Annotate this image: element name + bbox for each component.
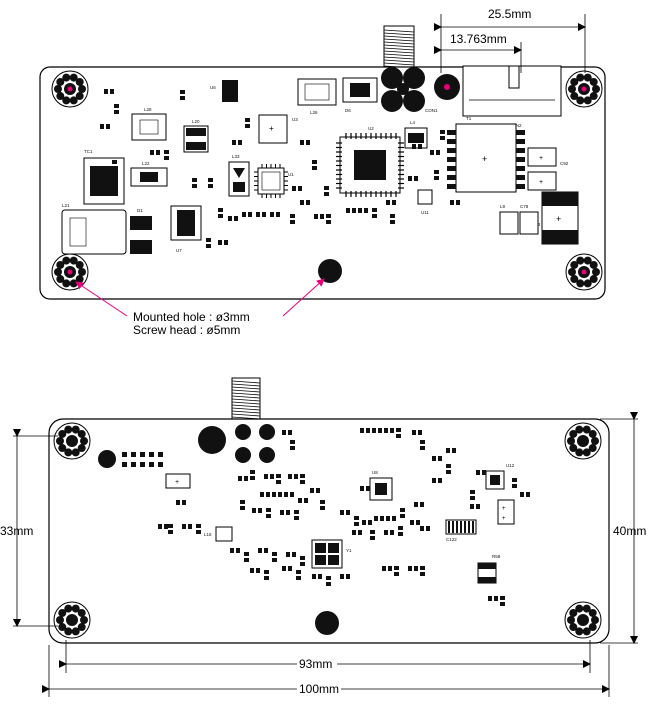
r58-label: R58: [492, 554, 501, 559]
svg-text:+: +: [502, 516, 506, 522]
l9-inductor: L4: [404, 120, 428, 149]
c93-label: C78: [520, 204, 529, 209]
u8-label: U8: [372, 470, 378, 475]
u3-label: U3: [292, 117, 298, 122]
svg-text:+: +: [482, 154, 487, 164]
top-view: CON1 CON2 U2 U1 + U3: [39, 14, 606, 317]
svg-text:+: +: [539, 155, 543, 162]
dim-25-5mm: 25.5mm: [488, 7, 532, 21]
svg-text:+: +: [539, 179, 543, 186]
c94-label: C92: [560, 161, 569, 166]
bottom-ic-parts: Y1 U8 U12 C122 R58 + L16 + +: [165, 463, 515, 584]
tc1-label: TC1: [84, 149, 93, 154]
u11-label: U11: [421, 210, 429, 215]
bottom-mounting-holes: [53, 422, 602, 639]
d1-diode: L33: [228, 154, 250, 197]
l28-inductor: L28: [131, 107, 167, 141]
bottom-center-mount-hole: [315, 611, 339, 635]
d6-diode: D1: [130, 208, 152, 254]
y1-label: Y1: [346, 548, 352, 553]
d1-label: L33: [232, 154, 240, 159]
sw1-label: D6: [345, 108, 351, 113]
bottom-dimension-lines: [13, 412, 638, 697]
dim-40mm: 40mm: [613, 524, 647, 538]
mount-hole-note: Mounted hole : ø3mm Screw head : ø5mm: [133, 311, 250, 337]
l21-label: L21: [62, 203, 70, 208]
l28-label: L28: [144, 107, 152, 112]
c92-c93-capacitors: L9 C78: [499, 204, 539, 235]
c127-label: C122: [446, 537, 457, 542]
c94-capacitor: + + C92: [527, 147, 569, 191]
u2-chip: U2: [336, 126, 404, 197]
con1-connector: CON1: [381, 67, 460, 113]
svg-text:+: +: [556, 214, 561, 224]
u12-label: U12: [506, 463, 515, 468]
screw-head-diameter: Screw head : ø5mm: [133, 323, 241, 337]
top-dimension-lines: [434, 14, 586, 73]
bottom-view: Y1 U8 U12 C122 R58 + L16 + +: [13, 377, 638, 697]
l20-inductor: L20: [183, 119, 209, 153]
bottom-hole-br: [564, 601, 602, 639]
svg-text:+: +: [269, 124, 274, 133]
u6-chip: U6: [210, 80, 238, 102]
mount-hole-diameter: Mounted hole : ø3mm: [133, 310, 250, 324]
l29-label: L16: [204, 532, 212, 537]
sw1-switch: D6: [342, 77, 378, 113]
bottom-hole-tl: [53, 422, 91, 460]
top-hole-tr: [565, 70, 603, 108]
u7-label: U7: [176, 248, 182, 253]
c95-capacitor: + C93: [532, 191, 579, 245]
top-mounting-holes: [51, 70, 603, 291]
sma-connector-top: [383, 25, 415, 73]
l26-inductor: L26: [297, 78, 337, 115]
tc1-part: TC1: [83, 149, 125, 205]
top-hole-tl: [51, 70, 89, 108]
u6-label: U6: [210, 85, 216, 90]
dim-93mm: 93mm: [299, 657, 333, 671]
sma-connector-bottom: [231, 377, 261, 423]
bottom-hole-tr: [564, 422, 602, 460]
dim-13-763mm: 13.763mm: [450, 32, 507, 46]
u7-chip: U7: [170, 205, 202, 253]
d6-label: D1: [137, 208, 143, 213]
l20-label: L20: [192, 119, 200, 124]
l21-inductor: L21: [61, 203, 127, 255]
bottom-connector-footprint: [98, 424, 275, 468]
con1-label: CON1: [425, 108, 438, 113]
u1-chip: U1: [254, 164, 294, 198]
mount-hole-leader-arrows: [75, 278, 325, 317]
l9-label: L4: [410, 120, 416, 125]
top-smd-parts: [100, 89, 460, 248]
u2-label: U2: [368, 126, 374, 131]
top-center-mount-hole: [318, 259, 342, 283]
bottom-hole-bl: [53, 601, 91, 639]
bottom-smd-parts: [158, 428, 530, 606]
c92-label: L9: [500, 204, 506, 209]
dim-33mm: 33mm: [0, 524, 34, 538]
top-hole-br: [565, 253, 603, 291]
l26-label: L26: [310, 110, 318, 115]
svg-text:+: +: [502, 506, 506, 512]
u3-chip: + U3: [258, 114, 298, 144]
u1-label: U1: [288, 172, 294, 177]
u11-chip: U11: [417, 189, 433, 215]
l30-inductor: L22: [130, 161, 168, 187]
dim-100mm: 100mm: [299, 682, 340, 696]
svg-text:+: +: [175, 479, 179, 486]
l22-label: L22: [142, 161, 150, 166]
top-hole-bl: [51, 253, 89, 291]
t1-label: T1: [466, 116, 472, 121]
t1-transformer: + T1: [447, 116, 525, 193]
